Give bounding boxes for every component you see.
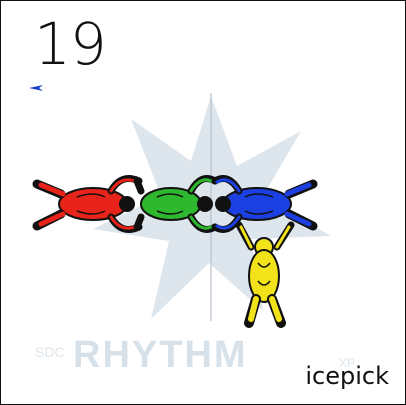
formation-name: icepick [305, 362, 389, 390]
jumper-yellow [239, 225, 291, 323]
jumper-red [37, 179, 139, 230]
jumper-green [137, 179, 215, 230]
jumper-blue [215, 179, 313, 230]
